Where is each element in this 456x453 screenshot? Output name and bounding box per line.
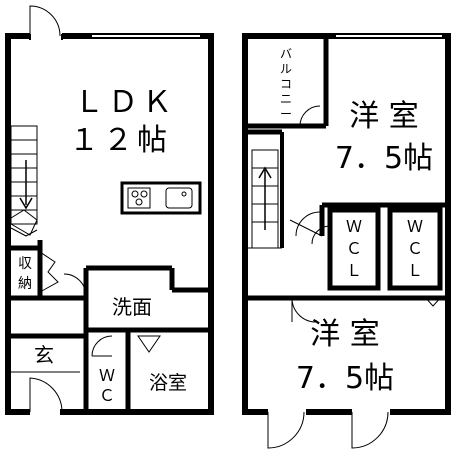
balcony-label-4: ニ — [280, 92, 292, 106]
entry-door-swing — [29, 5, 61, 37]
storage-door — [39, 251, 59, 293]
wcl-right-label-1: Ｗ — [407, 217, 423, 236]
ldk-label: ＬＤＫ — [74, 85, 176, 120]
room-bottom-size-label: 7．5帖 — [296, 361, 394, 396]
stairs — [10, 125, 38, 225]
wcl-left-label-3: Ｌ — [346, 261, 362, 280]
balcony-label-3: コ — [280, 77, 292, 91]
bathroom-label: 浴室 — [149, 372, 187, 394]
balcony-label-5: ー — [280, 107, 292, 121]
storage-label-1: 収 — [18, 256, 32, 272]
washroom-label: 洗面 — [112, 295, 152, 319]
wcl-right-label-3: Ｌ — [407, 261, 423, 280]
wcl-left-label-2: Ｃ — [346, 239, 362, 258]
room-top-size-label: 7．5帖 — [335, 141, 433, 176]
floor1-structure — [5, 5, 214, 418]
front-door-swing — [29, 377, 63, 413]
storage-label-2: 納 — [18, 276, 32, 292]
entrance-label: 玄 — [34, 343, 54, 367]
wcl-right-box — [387, 207, 443, 291]
floor1-labels: ＬＤＫ １２帖 収 納 洗面 玄 Ｗ Ｃ 浴室 — [18, 85, 187, 405]
balcony-label-1: バ — [280, 47, 292, 61]
ldk-size-label: １２帖 — [69, 123, 171, 158]
floor2-labels: バ ル コ ニ ー 洋 室 7．5帖 Ｗ Ｃ Ｌ Ｗ Ｃ Ｌ 洋 室 7．5帖 — [280, 47, 433, 396]
balcony-label-2: ル — [280, 62, 292, 76]
wcl-left-label-1: Ｗ — [346, 217, 362, 236]
toilet-label-2: Ｃ — [99, 386, 115, 405]
floor2-structure — [242, 33, 451, 449]
room-bottom-label: 洋 室 — [310, 317, 380, 352]
toilet-label-1: Ｗ — [99, 366, 115, 385]
wcl-left-box — [327, 207, 381, 291]
room-top-label: 洋 室 — [349, 99, 419, 134]
kitchen-counter — [120, 181, 202, 215]
wcl-right-label-2: Ｃ — [407, 239, 423, 258]
